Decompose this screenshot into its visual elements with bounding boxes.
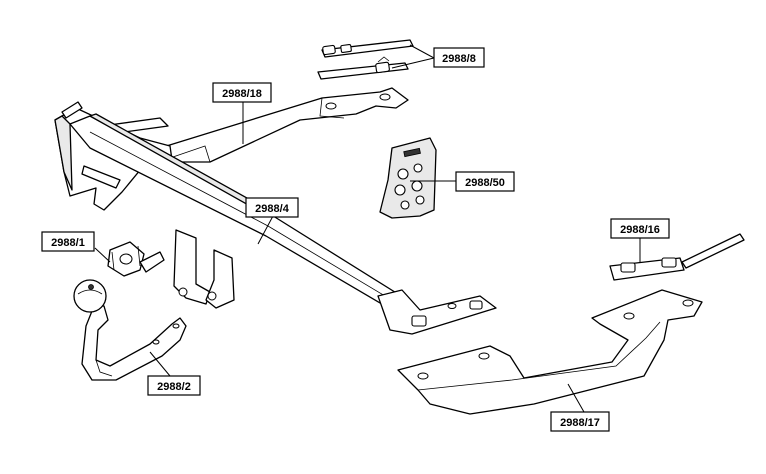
right-side-arm: [397, 289, 703, 415]
left-side-arm: [159, 87, 409, 163]
callout-2988-50-text: 2988/50: [465, 177, 505, 189]
callout-2988-16-text: 2988/16: [620, 224, 660, 236]
callout-2988-4-text: 2988/4: [255, 203, 290, 215]
callout-2988-17: 2988/17: [550, 411, 610, 432]
main-crossbar: [69, 113, 497, 335]
callout-2988-8-text: 2988/8: [442, 53, 476, 65]
callout-2988-17-text: 2988/17: [560, 417, 600, 429]
socket-plate: [107, 241, 165, 277]
right-small-plate: [609, 233, 745, 281]
towball: [73, 279, 187, 381]
leader-lines: [94, 44, 641, 413]
callout-2988-8: 2988/8: [433, 47, 485, 68]
callout-2988-4: 2988/4: [245, 197, 299, 218]
small-bracket-lower: [317, 56, 409, 80]
callout-2988-2-text: 2988/2: [157, 381, 191, 393]
callout-2988-18-text: 2988/18: [222, 88, 262, 100]
callout-2988-16: 2988/16: [610, 218, 670, 239]
fixing-kit-bag: [379, 137, 437, 219]
callout-2988-18: 2988/18: [212, 82, 272, 103]
callout-2988-1: 2988/1: [41, 231, 95, 252]
callout-2988-50: 2988/50: [455, 171, 515, 192]
callout-2988-2: 2988/2: [147, 375, 201, 396]
small-bracket-upper: [321, 39, 414, 58]
callout-2988-1-text: 2988/1: [51, 237, 85, 249]
